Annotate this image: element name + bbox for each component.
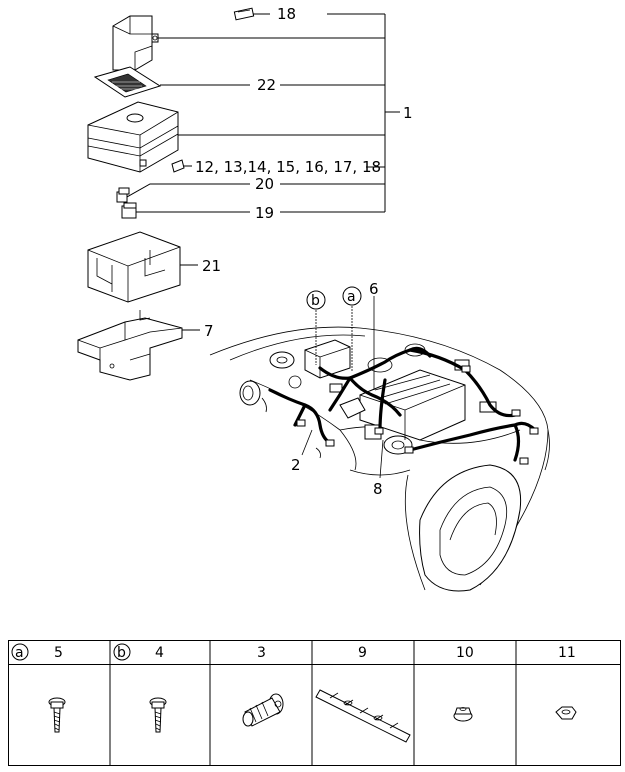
harness-clip-strip-icon [315,689,411,743]
relay-small-icon [116,183,250,203]
junction-box-icon [87,101,179,173]
callout-2: 2 [291,456,301,474]
col-4-number: 9 [358,645,367,661]
box-lower-cover-icon [87,231,198,303]
flange-nut-icon [453,707,473,722]
col-5-number: 10 [456,645,474,661]
parts-table [8,640,621,766]
table-header-col-2: b 4 [113,643,164,661]
grommet-bolt-icon [242,693,284,727]
callout-21: 21 [202,257,221,275]
callout-1: 1 [403,104,413,122]
callout-19: 19 [255,204,274,222]
marker-a: a [342,286,362,306]
col-3-number: 3 [257,645,266,661]
svg-text:a: a [347,289,356,305]
callout-8: 8 [373,480,383,498]
relay-icon [121,202,250,219]
mounting-bracket-icon [77,310,200,381]
callout-6: 6 [369,280,379,298]
bolt-icon [48,697,66,733]
fuse-icon [233,7,270,21]
col-1-number: 5 [54,645,63,661]
col-2-marker: b [117,645,126,661]
callout-7: 7 [204,322,214,340]
table-header-col-1: a 5 [11,643,63,661]
col-1-marker: a [15,645,24,661]
engine-bay-leaders [301,296,384,479]
callout-18: 18 [277,5,296,23]
mini-fuse-icon [171,159,192,173]
relay-box-cover-icon [112,15,159,71]
leader-bracket-1 [157,13,400,213]
callout-22: 22 [257,76,276,94]
marker-b: b [306,290,326,310]
callout-20: 20 [255,175,274,193]
fuse-label-sheet-icon [93,66,250,98]
hex-nut-icon [555,706,577,720]
engine-bay-illustration [209,326,550,592]
bolt-icon [149,697,167,733]
col-2-number: 4 [155,645,164,661]
callout-fuses: 12, 13,14, 15, 16, 17, 18 [195,158,381,176]
col-6-number: 11 [558,645,576,661]
svg-text:b: b [311,293,320,309]
